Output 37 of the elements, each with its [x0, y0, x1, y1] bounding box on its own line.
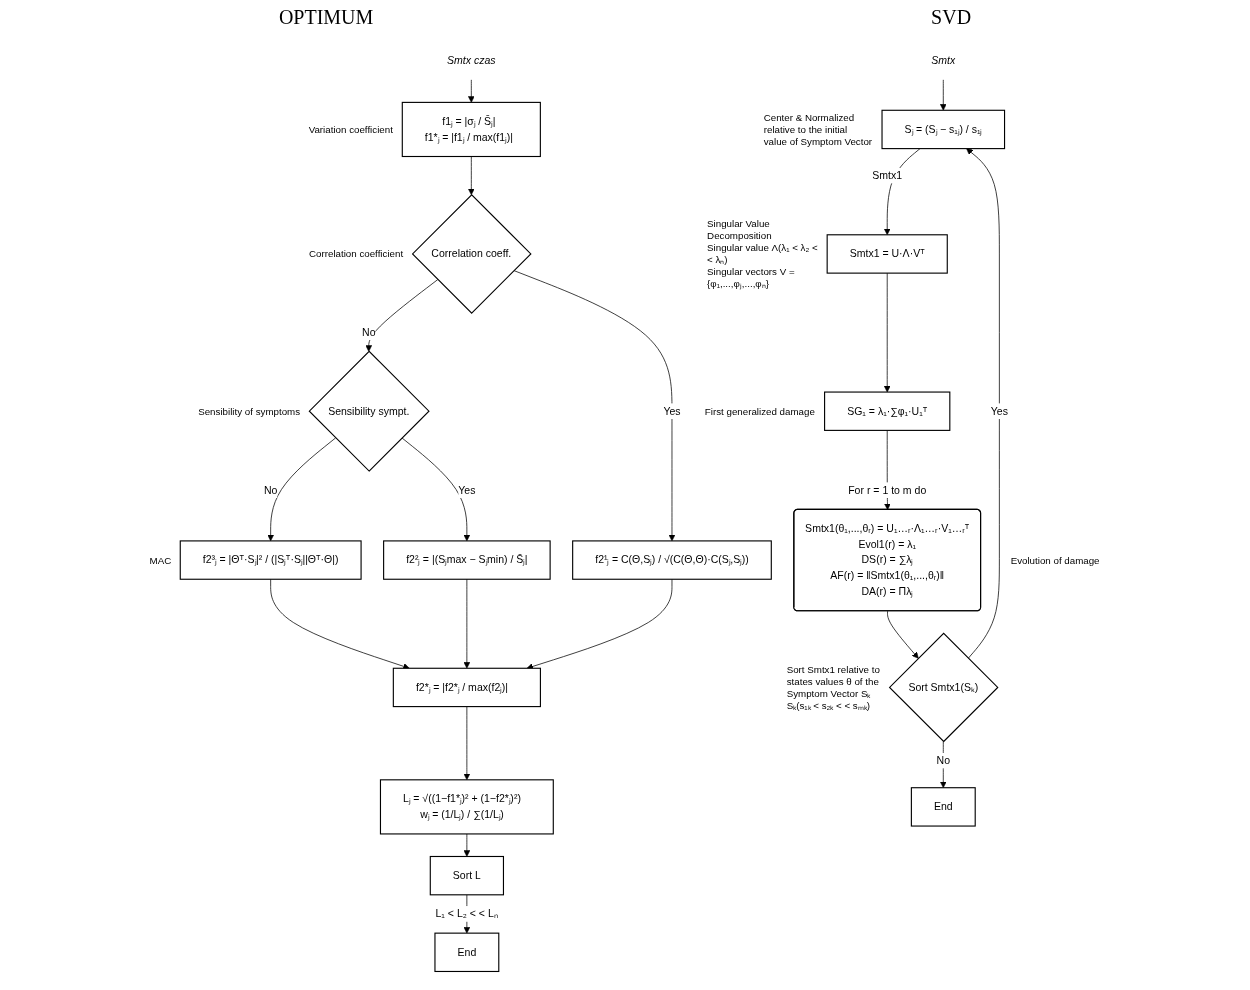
node-diamond: Correlation coeff. [411, 194, 532, 314]
annotation-text: Sensibility of symptoms [198, 405, 301, 417]
annotation-text: First generalized damage [704, 405, 815, 417]
node-box: Smtx1 = U·Λ·Vᵀ [826, 234, 948, 274]
edge-label: No [362, 325, 376, 338]
edge-label: Smtx1 [872, 169, 903, 182]
annotation-text: Evolution of damage [1010, 554, 1100, 566]
node-box: SG₁ = λ₁·∑φ₁·U₁ᵀ [824, 391, 951, 431]
annotation-text: Sort Smtx1 relative to states values θ of the Symptom Vector Sₖ Sₖ(s₁ₖ < s₂ₖ < < sₘₖ) [786, 663, 880, 711]
node-diamond: Sort Smtx1(Sₖ) [888, 632, 999, 743]
node-box: End [910, 787, 976, 827]
node-text: Smtx [931, 54, 956, 67]
node-text: Smtx czas [447, 54, 496, 67]
annotation-text: Variation coefficient [308, 123, 393, 135]
edge-label: No [936, 754, 951, 767]
node-box: f2³ⱼ = |Θᵀ·Sⱼ|² / (|Sⱼᵀ·Sⱼ||Θᵀ·Θ|) [179, 540, 362, 580]
edge-label: Yes [663, 404, 681, 417]
edge-label: No [264, 483, 278, 496]
edge-label: For r = 1 to m do [848, 483, 927, 496]
chart-heading: SVD [931, 6, 972, 30]
edge-label: L₁ < L₂ < < Lₙ [435, 907, 499, 920]
node-box: Sⱼ = (Sⱼ − s₁ⱼ) / s₁ⱼ [881, 109, 1006, 150]
chart-heading: OPTIMUM [278, 6, 374, 30]
node-box: End [434, 932, 500, 973]
node-box: f1ⱼ = |σⱼ / S̄ⱼ| f1*ⱼ = |f1ⱼ / max(f1ⱼ)| [401, 101, 542, 158]
node-box: f2¹ⱼ = C(Θ,Sⱼ) / √(C(Θ,Θ)·C(Sⱼ,Sⱼ)) [572, 540, 772, 580]
edge-label: Yes [458, 483, 476, 496]
node-diamond: Sensibility sympt. [308, 350, 430, 472]
edge-label: Yes [990, 404, 1009, 417]
node-box: Sort L [429, 855, 505, 896]
annotation-text: MAC [149, 554, 172, 566]
node-box: Lⱼ = √((1−f1*ⱼ)² + (1−f2*ⱼ)²) wⱼ = (1/Lⱼ) / ∑(1/Lⱼ) [380, 779, 554, 835]
node-box: f2*ⱼ = |f2*ⱼ / max(f2ⱼ)| [392, 667, 542, 708]
node-box: f2²ⱼ = |(Sⱼmax − Sⱼmin) / S̄ⱼ| [383, 540, 551, 580]
annotation-text: Singular Value Decomposition Singular value Λ(λ₁ < λ₂ < < λₙ) Singular vectors V = {φ₁,...,φⱼ,...,φₙ} [707, 217, 818, 289]
annotation-text: Center & Normalized relative to the initial value of Symptom Vector [763, 111, 873, 147]
annotation-text: Correlation coefficient [309, 248, 404, 260]
